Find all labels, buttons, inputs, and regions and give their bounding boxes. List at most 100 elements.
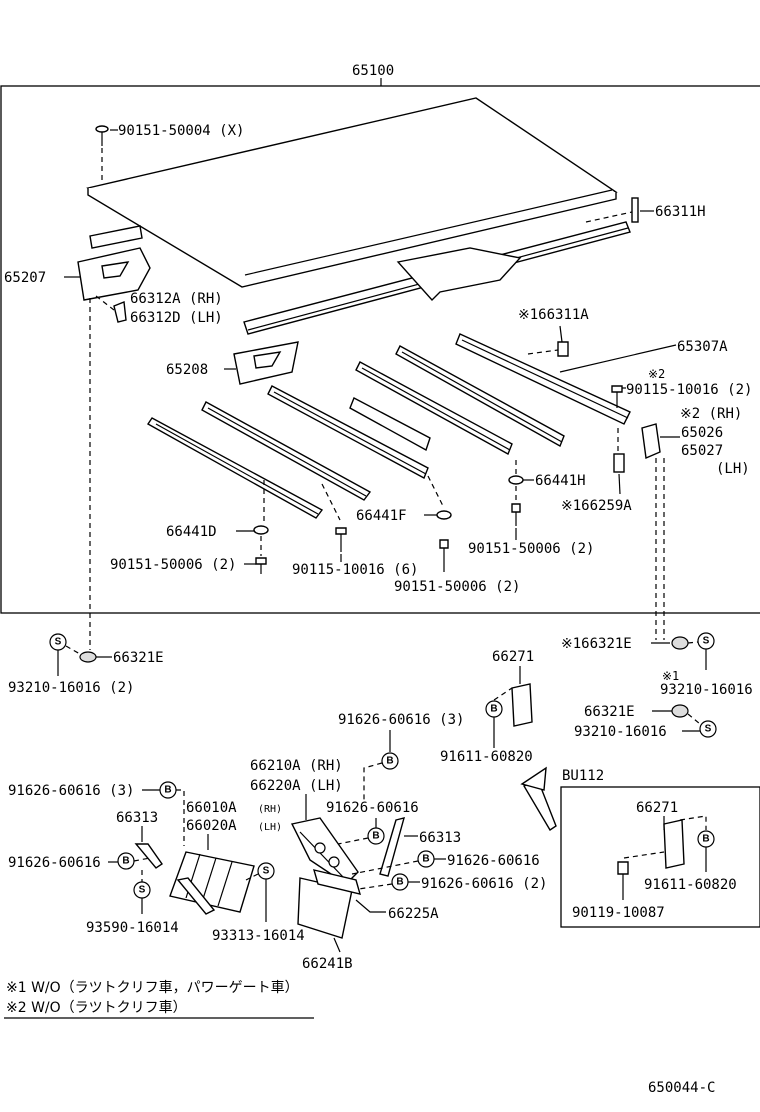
cross-sill-3 [267, 385, 429, 479]
label-65307A: 65307A [677, 339, 728, 355]
floor-panel [86, 97, 618, 288]
label-93313-16014: 93313-16014 [212, 928, 305, 944]
label-66225A: 66225A [388, 906, 439, 922]
bolt-90119-10087 [617, 861, 629, 875]
bolt-90115-10016 [611, 385, 623, 393]
svg-text:B: B [372, 831, 379, 842]
label-65208: 65208 [166, 362, 208, 378]
bolt-90151-50006-a [255, 557, 267, 565]
svg-text:S: S [703, 636, 710, 647]
bracket-65207 [77, 247, 151, 301]
cushion-66441F [436, 510, 452, 520]
svg-text:S: S [705, 724, 712, 735]
label-91611-60820-a: 91611-60820 [440, 749, 533, 765]
clip-66321E-right [671, 704, 689, 718]
svg-text:B: B [396, 877, 403, 888]
label-66441H: 66441H [535, 473, 586, 489]
rail-65307A [455, 333, 631, 425]
hanger-66313-right [379, 817, 405, 877]
label-66010A: 66010A [186, 800, 237, 816]
stay-66271 [511, 683, 533, 727]
label-90151-50006-2c: 90151-50006 (2) [468, 541, 594, 557]
bracket-66225A [312, 869, 362, 895]
label-166259A: ※166259A [561, 498, 632, 514]
label-66321E-b: 66321E [584, 704, 635, 720]
label-91626-60616-2: 91626-60616 (2) [421, 876, 547, 892]
cross-sill-4 [349, 397, 431, 452]
svg-text:S: S [139, 885, 146, 896]
label-166321E: ※166321E [561, 636, 632, 652]
label-66441F: 66441F [356, 508, 407, 524]
assembly-frame [0, 85, 760, 614]
svg-text:B: B [422, 854, 429, 865]
label-66313-a: 66313 [116, 810, 158, 826]
svg-text:B: B [122, 856, 129, 867]
small-rail [89, 225, 143, 249]
front-rail [243, 221, 631, 335]
note2-marker-b: ※2 (RH) [680, 406, 742, 422]
cross-sill-1 [146, 417, 324, 519]
bolt-marker-91626-3a [381, 752, 399, 770]
label-66441D: 66441D [166, 524, 217, 540]
label-65027-lh: (LH) [716, 461, 750, 477]
assembly-number: 65100 [352, 63, 394, 79]
label-66241B: 66241B [302, 956, 353, 972]
bracket-65026 [641, 423, 661, 460]
svg-text:S: S [263, 866, 270, 877]
cross-sill-5 [355, 361, 513, 455]
label-90115-10016-2: 90115-10016 (2) [626, 382, 752, 398]
label-166311A: ※166311A [518, 307, 589, 323]
footnote-1: ※1 W/O（ラツトクリフ車，パワーゲート車） [6, 979, 299, 996]
label-91626-60616-3a: 91626-60616 (3) [338, 712, 464, 728]
label-66271-a: 66271 [492, 649, 534, 665]
label-93210-16016-b: 93210-16016 [574, 724, 667, 740]
screw-marker-right-b [699, 720, 717, 738]
hanger-66313-left [134, 843, 163, 869]
label-93210-16016-a: 93210-16016 [660, 682, 753, 698]
label-91611-60820-b: 91611-60820 [644, 877, 737, 893]
svg-text:B: B [490, 704, 497, 715]
cross-sill-2 [201, 401, 372, 501]
label-65026: 65026 [681, 425, 723, 441]
label-66312D: 66312D (LH) [130, 310, 223, 326]
label-90151-50006-2b: 90151-50006 (2) [394, 579, 520, 595]
pin-66311H [631, 197, 639, 223]
spacer-166259A [613, 453, 625, 473]
cushion-66441D [253, 525, 269, 535]
svg-text:S: S [55, 637, 62, 648]
footnote-2: ※2 W/O（ラツトクリフ車） [6, 999, 187, 1016]
label-93590-16014: 93590-16014 [86, 920, 179, 936]
label-65027: 65027 [681, 443, 723, 459]
label-91626-60616-c: 91626-60616 [447, 853, 540, 869]
label-90115-10016-6: 90115-10016 (6) [292, 562, 418, 578]
note1-marker: ※1 [662, 669, 679, 683]
label-bu112: BU112 [562, 768, 604, 784]
bolt-90115-10016-6 [335, 527, 347, 535]
clip-166321E [671, 636, 689, 650]
label-66210A: 66210A (RH) [250, 758, 343, 774]
label-91626-60616-a: 91626-60616 [326, 800, 419, 816]
clip-166311A [557, 341, 569, 357]
label-93210-16016-2: 93210-16016 (2) [8, 680, 134, 696]
label-91626-60616-b: 91626-60616 [8, 855, 101, 871]
plate-66312 [113, 301, 127, 323]
label-66312A: 66312A (RH) [130, 291, 223, 307]
label-90151-50006-2a: 90151-50006 (2) [110, 557, 236, 573]
clip-66321E-left [79, 651, 97, 663]
label-66220A: 66220A (LH) [250, 778, 343, 794]
label-66020A-lh: (LH) [258, 822, 282, 833]
note2-marker-a: ※2 [648, 367, 665, 381]
bolt-90151-50004 [95, 125, 109, 146]
diagram-id: 650044-C [648, 1080, 715, 1096]
label-66311H: 66311H [655, 204, 706, 220]
label-90151-50004: 90151-50004 (X) [118, 123, 244, 139]
stay-66271-bu112 [663, 819, 685, 869]
label-65207: 65207 [4, 270, 46, 286]
mudguard-66010A [169, 851, 255, 915]
label-66271-b: 66271 [636, 800, 678, 816]
cushion-66441H [508, 475, 524, 485]
cross-sill-6 [395, 345, 565, 448]
bracket-65208 [233, 341, 299, 385]
label-66313-b: 66313 [419, 830, 461, 846]
